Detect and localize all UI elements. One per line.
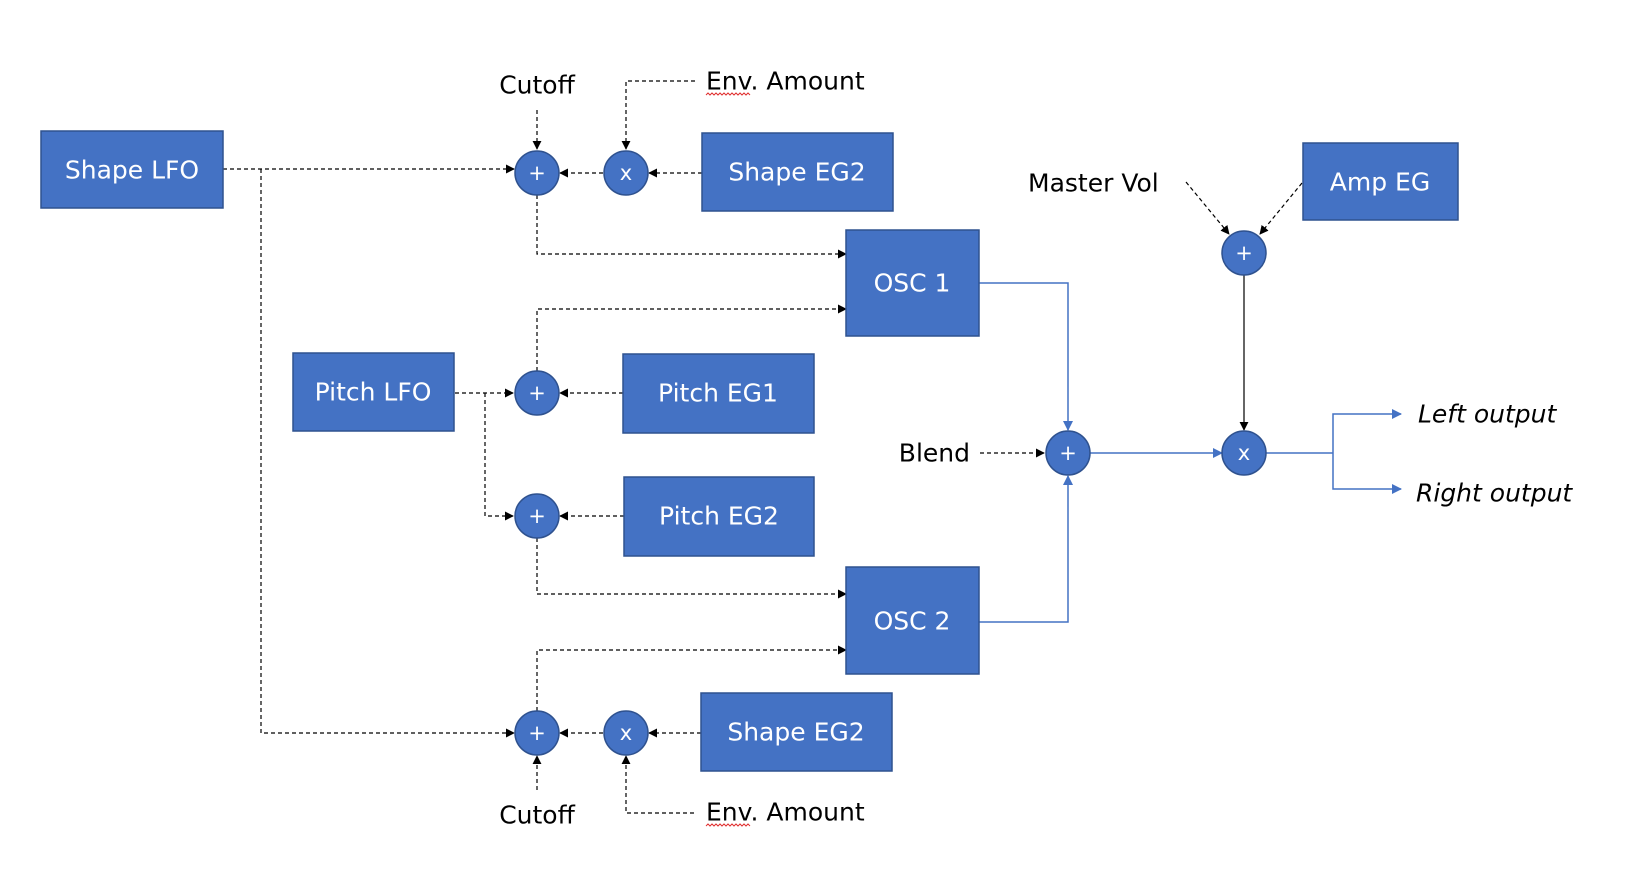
multiply-symbol: x	[620, 721, 632, 745]
connector-amp-eg	[1259, 182, 1303, 235]
pitch-eg1-label: Pitch EG1	[658, 379, 778, 408]
connector-osc1-to-blend	[979, 282, 1073, 431]
env-amount-bottom-label: Env. Amount	[706, 798, 865, 827]
env-amount-top-label: Env. Amount	[706, 67, 865, 96]
top-add-node: +	[514, 150, 560, 196]
osc2-block: OSC 2	[845, 566, 980, 675]
audio-connectors	[979, 282, 1402, 623]
connector-shape-lfo-to-bottom-add	[260, 169, 515, 738]
cutoff-bottom-label: Cutoff	[499, 801, 575, 830]
pitch-add1-node: +	[514, 370, 560, 416]
output-multiply-node: x	[1221, 430, 1267, 476]
amp-eg-block: Amp EG	[1302, 142, 1459, 221]
pitch-add2-node: +	[514, 493, 560, 539]
connector-right-output	[1332, 453, 1402, 494]
control-connectors	[223, 80, 1303, 814]
shape-eg2-bottom-block: Shape EG2	[700, 692, 893, 772]
amp-add-node: +	[1221, 230, 1267, 276]
add-symbol: +	[528, 721, 546, 745]
multiply-symbol: x	[1238, 441, 1250, 465]
shape-eg2-top-block: Shape EG2	[701, 132, 894, 212]
cutoff-top-label: Cutoff	[499, 71, 575, 100]
osc2-label: OSC 2	[874, 607, 951, 636]
top-multiply-node: x	[603, 150, 649, 196]
shape-eg2-top-label: Shape EG2	[728, 158, 865, 187]
blend-add-node: +	[1045, 430, 1091, 476]
spellcheck-underline-top	[705, 92, 751, 96]
connector-add2-to-osc2	[536, 538, 847, 599]
pitch-lfo-label: Pitch LFO	[315, 378, 432, 407]
add-symbol: +	[1235, 241, 1253, 265]
shape-eg2-bottom-label: Shape EG2	[727, 718, 864, 747]
master-vol-label: Master Vol	[1028, 169, 1159, 198]
connector-master-vol	[1185, 181, 1230, 235]
connector-left-output	[1332, 409, 1402, 453]
blend-label: Blend	[899, 439, 970, 468]
spellcheck-underline-bottom	[705, 823, 751, 827]
pitch-lfo-block: Pitch LFO	[292, 352, 455, 432]
pitch-eg1-block: Pitch EG1	[622, 353, 815, 434]
connector-env-amount-top	[621, 80, 695, 150]
bottom-multiply-node: x	[603, 710, 649, 756]
add-symbol: +	[528, 504, 546, 528]
connector-add1-to-osc1	[536, 304, 847, 371]
bottom-add-node: +	[514, 710, 560, 756]
right-output-label: Right output	[1416, 479, 1573, 508]
amp-eg-label: Amp EG	[1330, 168, 1430, 197]
connector-osc2-to-blend	[979, 475, 1073, 623]
add-symbol: +	[528, 161, 546, 185]
osc1-label: OSC 1	[874, 269, 951, 298]
add-symbol: +	[1059, 441, 1077, 465]
pitch-eg2-block: Pitch EG2	[623, 476, 815, 557]
left-output-label: Left output	[1418, 400, 1558, 429]
connector-env-amount-bottom	[621, 755, 694, 814]
shape-lfo-label: Shape LFO	[65, 156, 199, 185]
osc1-block: OSC 1	[845, 229, 980, 337]
shape-lfo-block: Shape LFO	[40, 130, 224, 209]
add-symbol: +	[528, 381, 546, 405]
multiply-symbol: x	[620, 161, 632, 185]
connector-bottom-add-to-osc2	[536, 645, 847, 711]
pitch-eg2-label: Pitch EG2	[659, 502, 779, 531]
connector-top-add-to-osc1	[536, 195, 847, 259]
connector-pitch-lfo-to-add2	[484, 393, 514, 521]
